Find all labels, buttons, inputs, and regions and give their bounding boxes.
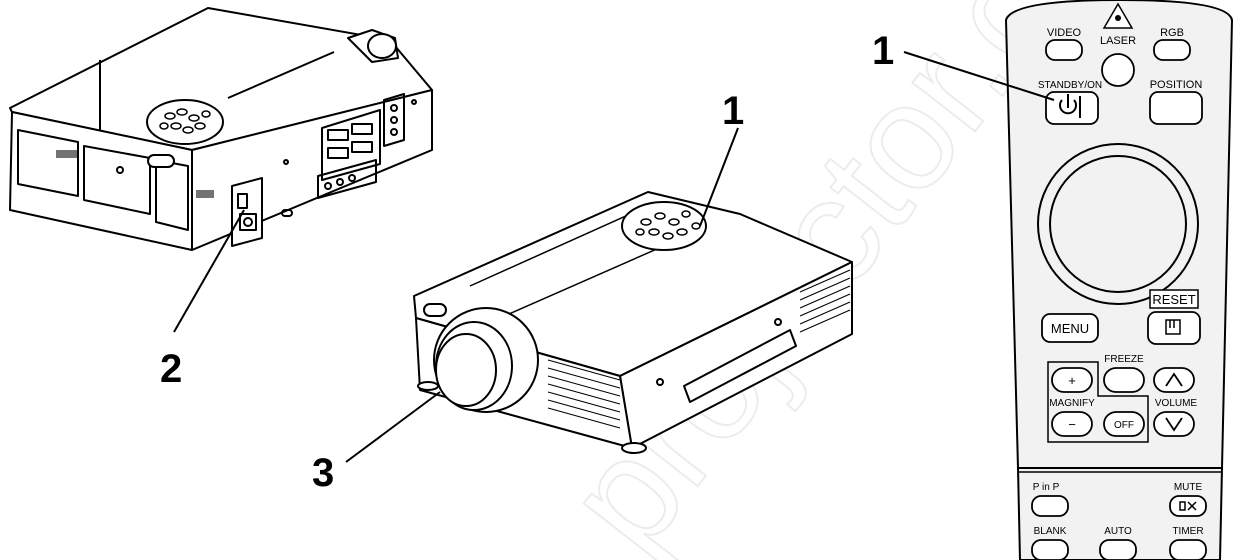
rgb-button[interactable] [1153,39,1191,61]
menu-button[interactable] [1041,313,1099,343]
power-icon [1059,94,1081,118]
freeze-button[interactable] [1103,367,1145,393]
callout-lines [173,51,1055,463]
freeze-label: FREEZE [1104,354,1144,365]
volume-down-button[interactable] [1153,411,1195,437]
reset-icon [1165,319,1181,335]
pinp-label: P in P [1033,482,1060,493]
blank-label: BLANK [1034,526,1067,537]
video-button[interactable] [1045,39,1083,61]
minus-label: − [1068,417,1076,432]
magnify-bracket [1047,361,1149,443]
off-button[interactable] [1103,411,1145,437]
projector-rear-view [9,7,433,251]
pinp-button[interactable] [1031,495,1069,517]
reset-label: RESET [1152,292,1195,307]
magnify-minus-button[interactable] [1051,411,1093,437]
magnify-label: MAGNIFY [1049,398,1095,409]
chevron-down-icon [1165,417,1183,432]
position-button[interactable] [1149,91,1203,125]
callout-standby-projector: 1 [722,89,744,133]
callout-power-switch: 2 [160,347,182,391]
volume-up-button[interactable] [1153,367,1195,393]
rgb-label: RGB [1160,27,1184,39]
remote-control [1004,0,1234,560]
projector-front-view [413,191,853,454]
blank-button[interactable] [1031,539,1069,560]
magnify-plus-button[interactable] [1051,367,1093,393]
reset-label-box [1149,289,1199,309]
auto-label: AUTO [1104,526,1132,537]
mute-button[interactable] [1169,495,1207,517]
laser-button[interactable] [1101,53,1135,87]
standby-on-button[interactable] [1045,91,1099,125]
off-label: OFF [1114,420,1134,431]
callout-standby-remote: 1 [872,29,894,73]
auto-button[interactable] [1099,539,1137,560]
mute-label: MUTE [1174,482,1203,493]
position-label: POSITION [1150,79,1203,91]
timer-label: TIMER [1172,526,1203,537]
video-label: VIDEO [1047,27,1082,39]
volume-label: VOLUME [1155,398,1198,409]
laser-label: LASER [1100,35,1136,47]
plus-label: + [1068,373,1076,388]
menu-label: MENU [1051,321,1089,336]
mute-icon [1179,501,1197,511]
callout-lens: 3 [312,451,334,495]
standby-on-label: STANDBY/ON [1038,80,1102,91]
timer-button[interactable] [1169,539,1207,560]
chevron-up-icon [1165,372,1183,387]
